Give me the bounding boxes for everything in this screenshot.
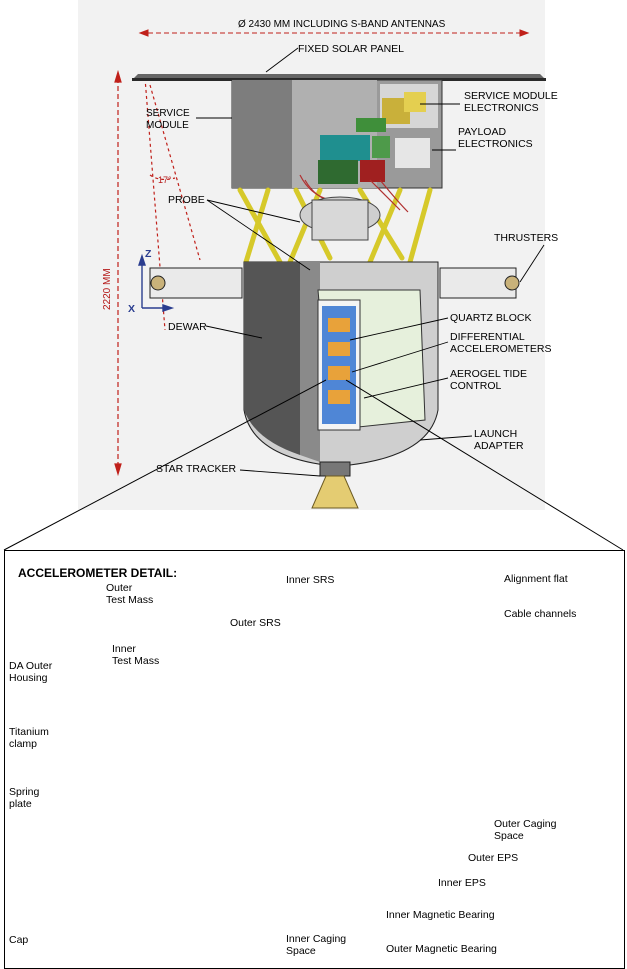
angle-label: 17° [158,175,172,185]
inner-caging-space-label: Inner Caging Space [286,933,347,957]
service-module-box [231,79,443,189]
alignment-flat-label: Alignment flat [504,573,568,585]
launch-adapter [311,461,359,509]
axis-x-label: X [128,303,136,315]
launch-adapter-label: LAUNCH ADAPTER [474,428,524,452]
probe-label: PROBE [168,194,205,206]
titanium-clamp-label: Titanium clamp [9,726,49,750]
outer-eps-label: Outer EPS [468,852,519,864]
outer-test-mass-label: Outer Test Mass [106,582,154,606]
detail-callout-lines [3,379,624,551]
top-leader-lines [196,47,545,477]
accelerometer-detail-frame [4,550,625,969]
dewar-label: DEWAR [168,321,207,333]
differential-accelerometers-label: DIFFERENTIAL ACCELEROMETERS [450,331,552,355]
axes-indicator [138,253,175,312]
thruster-arms [149,267,520,299]
inner-eps-label: Inner EPS [438,877,486,889]
outer-srs-label: Outer SRS [230,617,281,629]
axis-z-label: Z [145,248,152,260]
width-dimension-label: Ø 2430 MM INCLUDING S-BAND ANTENNAS [238,19,446,30]
inner-magnetic-bearing-label: Inner Magnetic Bearing [386,909,495,921]
cable-channels-label: Cable channels [504,608,577,620]
thrusters-label: THRUSTERS [494,232,559,244]
fixed-solar-panel-label: FIXED SOLAR PANEL [298,43,405,55]
payload-electronics-label: PAYLOAD ELECTRONICS [458,126,533,150]
accelerometer-detail-heading: ACCELEROMETER DETAIL: [18,566,178,580]
outer-caging-space-label: Outer Caging Space [494,818,557,842]
width-dimension-line [138,29,530,37]
service-module-label: SERVICE MODULE [146,108,190,131]
spring-plate-label: Spring plate [9,786,40,810]
aerogel-tide-control-label: AEROGEL TIDE CONTROL [450,368,528,392]
da-outer-housing-label: DA Outer Housing [9,660,53,684]
height-dimension-line [114,69,122,477]
outer-magnetic-bearing-label: Outer Magnetic Bearing [386,943,497,955]
inner-test-mass-label: Inner Test Mass [112,643,160,667]
quartz-block-label: QUARTZ BLOCK [450,312,532,324]
probe-assembly [299,196,381,241]
dewar-cutaway [317,289,426,431]
height-dimension-label: 2220 MM [102,268,113,310]
star-tracker-label: STAR TRACKER [156,463,237,475]
service-module-electronics-label: SERVICE MODULE ELECTRONICS [464,90,558,114]
inner-srs-label: Inner SRS [286,574,335,586]
cap-label: Cap [9,934,29,946]
